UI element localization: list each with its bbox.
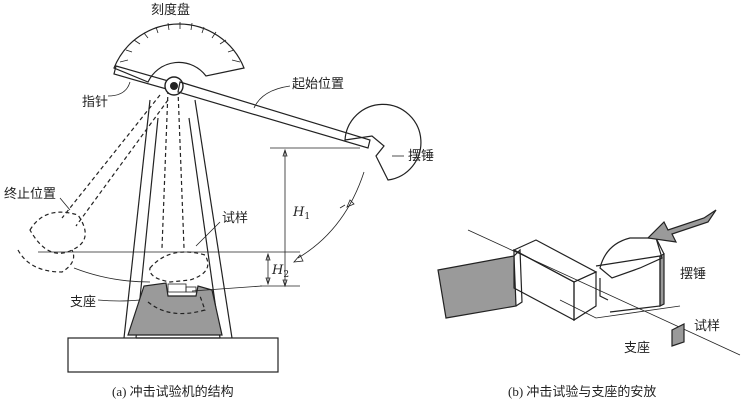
pointer-label: 指针 — [82, 95, 108, 110]
specimen-placement-diagram: 摆锤 试样 支座 (b) 冲击试验与支座的安放 — [437, 209, 741, 399]
left-support — [437, 255, 517, 319]
pendulum-striker — [599, 237, 663, 279]
caption-b: (b) 冲击试验与支座的安放 — [508, 384, 656, 399]
dial — [113, 22, 245, 83]
pendulum-label-b: 摆锤 — [680, 267, 706, 282]
caption-a: (a) 冲击试验机的结构 — [112, 384, 234, 399]
dial-label: 刻度盘 — [151, 2, 190, 18]
support-label-b: 支座 — [624, 341, 650, 356]
height-markers — [38, 147, 360, 292]
impact-machine-diagram: 刻度盘 指针 起始位置 摆锤 终止位置 试样 支座 H1 H2 (a) 冲击试验… — [4, 2, 434, 399]
support-block — [127, 282, 223, 336]
h1-label: H1 — [292, 205, 310, 222]
specimen-bar — [512, 239, 609, 322]
impact-arrow — [646, 209, 717, 243]
h2-label: H2 — [271, 263, 289, 280]
specimen-label: 试样 — [222, 211, 248, 226]
pendulum-label: 摆锤 — [408, 149, 434, 164]
swing-arc — [297, 171, 365, 259]
specimen-label-b: 试样 — [694, 319, 720, 334]
pendulum-rod-dashed — [61, 89, 185, 249]
pendulum-bottom-dashed — [147, 251, 209, 315]
pointer — [113, 65, 173, 91]
start-position-label: 起始位置 — [292, 77, 344, 92]
support-label: 支座 — [70, 295, 96, 310]
end-position-label: 终止位置 — [4, 186, 56, 202]
pendulum-arm — [177, 81, 371, 149]
machine-base — [67, 337, 279, 373]
end-position-pendulum — [17, 211, 86, 273]
pendulum-head — [344, 103, 422, 181]
